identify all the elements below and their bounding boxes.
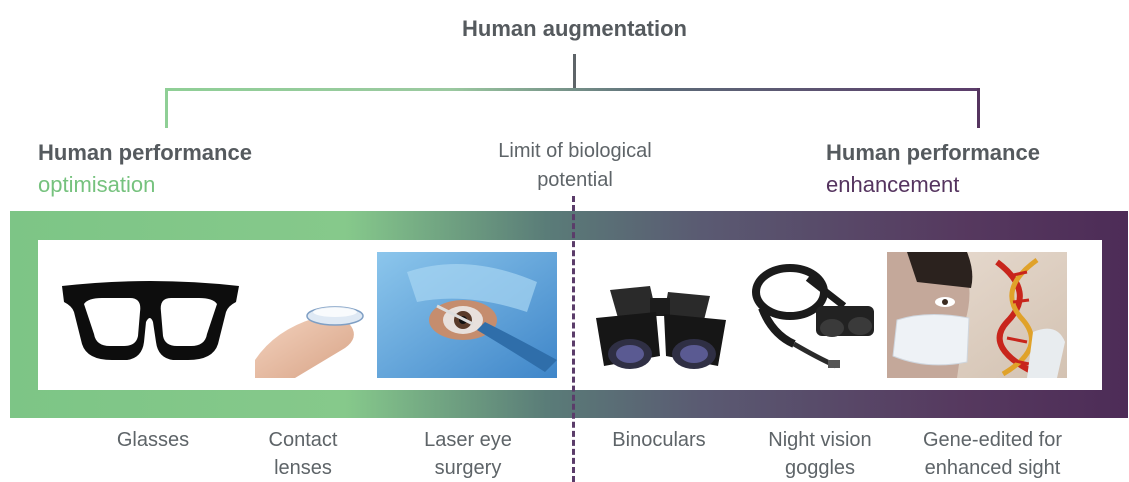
enhancement-heading: Human performance enhancement [826,140,1040,198]
label-laser-eye-surgery: Laser eye surgery [403,426,533,482]
glasses-icon [62,281,239,360]
label-gene-edited-line1: Gene-edited for [923,429,1062,451]
limit-heading-line2: potential [537,169,613,191]
diagram-title: Human augmentation [462,16,687,41]
label-glasses: Glasses [88,426,218,454]
optimisation-heading: Human performance optimisation [38,140,252,198]
biological-limit-divider [572,196,575,482]
label-binoculars: Binoculars [589,426,729,454]
bracket-right-leg [977,88,980,128]
night-vision-goggles-icon [752,264,874,369]
label-glasses-line1: Glasses [116,429,190,451]
gene-editing-image [887,252,1067,378]
label-contact-lenses-line1: Contact [268,429,338,451]
label-night-vision-goggles-line2: goggles [784,457,856,479]
label-contact-lenses: Contact lenses [238,426,368,482]
optimisation-heading-sub: optimisation [38,172,156,197]
label-night-vision-goggles-line1: Night vision [768,429,872,451]
label-laser-eye-surgery-line2: surgery [434,457,502,479]
label-gene-edited: Gene-edited for enhanced sight [900,426,1085,482]
label-binoculars-line1: Binoculars [612,429,706,451]
optimisation-heading-bold: Human performance [38,140,252,165]
label-night-vision-goggles: Night vision goggles [745,426,895,482]
contact-lens-icon [255,306,364,378]
bracket-bar [165,88,980,91]
limit-heading: Limit of biological potential [455,137,695,195]
binoculars-icon [596,286,726,369]
bracket-left-leg [165,88,168,128]
label-laser-eye-surgery-line1: Laser eye [424,429,512,451]
title-connector [573,54,576,90]
enhancement-heading-bold: Human performance [826,140,1040,165]
limit-heading-line1: Limit of biological [498,140,652,162]
label-gene-edited-line2: enhanced sight [924,457,1061,479]
laser-eye-surgery-image [377,252,557,378]
enhancement-heading-sub: enhancement [826,172,960,197]
label-contact-lenses-line2: lenses [274,457,332,479]
